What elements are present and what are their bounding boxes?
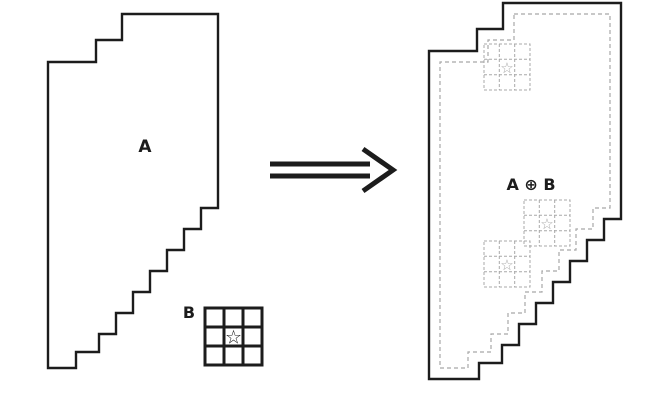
structuring-element-ghost-top: ☆ bbox=[483, 43, 531, 91]
ghost-star: ☆ bbox=[540, 215, 553, 233]
shape-a-outline bbox=[46, 12, 220, 370]
structuring-element-ghost-bottom: ☆ bbox=[483, 240, 531, 288]
structuring-element-b: ☆ bbox=[203, 306, 264, 367]
se-b-grid-border bbox=[203, 306, 264, 367]
dilation-arrow-icon bbox=[270, 146, 398, 194]
dilated-shape-outline bbox=[427, 1, 623, 381]
result-original-shape-ghost bbox=[439, 13, 611, 369]
ghost-star: ☆ bbox=[500, 59, 513, 77]
ghost-star: ☆ bbox=[500, 256, 513, 274]
se-b-origin-star: ☆ bbox=[225, 327, 242, 349]
shape-a-label: A bbox=[138, 137, 152, 157]
result-label: A ⊕ B bbox=[506, 175, 555, 194]
structuring-element-b-label: B bbox=[183, 303, 195, 322]
structuring-element-ghost-middle: ☆ bbox=[523, 199, 571, 247]
se-b-grid-lines bbox=[205, 308, 262, 365]
